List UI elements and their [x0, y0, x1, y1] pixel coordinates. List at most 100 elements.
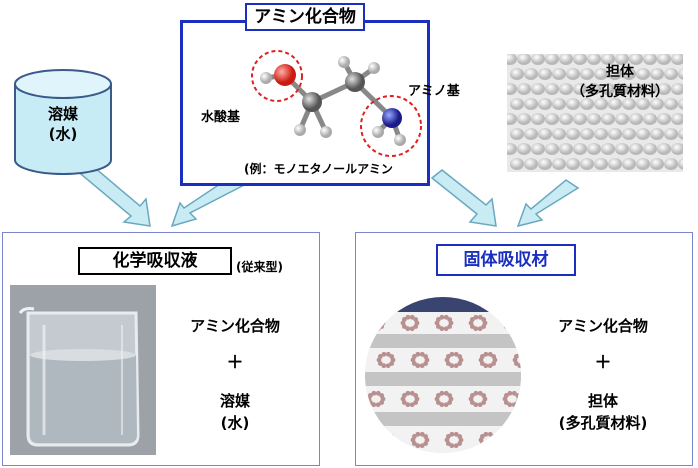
- bead: [531, 143, 545, 155]
- amine-cluster-dot: [390, 437, 396, 443]
- amine-cluster-dot: [481, 393, 487, 398]
- bead: [678, 158, 683, 170]
- support-line2: （多孔質材料）: [571, 84, 669, 100]
- amine-cluster-dot: [473, 314, 479, 320]
- amine-cluster-dot: [483, 431, 489, 437]
- amine-cluster-dot: [473, 390, 479, 396]
- bead: [622, 128, 636, 140]
- amine-cluster-dot: [385, 351, 391, 357]
- amine-cluster-dot: [413, 317, 419, 322]
- amine-cluster-dot: [473, 326, 479, 332]
- amine-cluster-dot: [439, 402, 445, 408]
- bead: [594, 158, 608, 170]
- bead: [608, 98, 622, 110]
- bead: [573, 143, 587, 155]
- amine-cluster-dot: [415, 351, 421, 357]
- porous-support-photo: [507, 54, 683, 172]
- amino-group-label: アミノ基: [408, 84, 460, 99]
- amine-cluster-dot: [481, 324, 487, 329]
- amine-cluster-dot: [379, 324, 385, 329]
- bead: [671, 83, 683, 95]
- amine-cluster-dot: [419, 363, 425, 369]
- liquid-subtitle: (従来型): [236, 260, 283, 274]
- amine-cluster-dot: [457, 441, 463, 446]
- amine-cluster-dot: [381, 351, 387, 357]
- amine-cluster-dot: [411, 434, 417, 439]
- amine-cluster-dot: [377, 441, 383, 446]
- amine-cluster-dot: [415, 443, 421, 449]
- amine-cluster-dot: [367, 324, 373, 329]
- amine-cluster-dot: [527, 438, 528, 443]
- bead: [664, 98, 678, 110]
- amine-cluster-dot: [405, 314, 411, 320]
- bead: [552, 128, 566, 140]
- amine-cluster-dot: [415, 363, 421, 369]
- amino-highlight: [360, 95, 422, 157]
- support-line1: 担体: [606, 64, 634, 80]
- amine-cluster-dot: [443, 326, 449, 332]
- amine-cluster-dot: [449, 443, 455, 449]
- bead: [559, 83, 573, 95]
- amine-cluster-dot: [381, 363, 387, 369]
- amine-cluster-dot: [515, 324, 521, 329]
- amine-cluster-dot: [513, 434, 519, 439]
- bead: [517, 143, 531, 155]
- amine-cluster-dot: [375, 326, 381, 332]
- amine-cluster-dot: [469, 393, 475, 398]
- bead: [552, 68, 566, 80]
- amine-cluster-dot: [409, 402, 415, 408]
- amine-cluster-dot: [439, 314, 445, 320]
- amine-cluster-dot: [375, 390, 381, 396]
- amine-cluster-dot: [413, 393, 419, 398]
- bead: [664, 158, 678, 170]
- amine-cluster-dot: [511, 390, 517, 396]
- amine-cluster-dot: [419, 431, 425, 437]
- bead: [643, 83, 657, 95]
- amine-cluster-dot: [375, 402, 381, 408]
- bead: [650, 68, 664, 80]
- bead: [587, 113, 601, 125]
- bead: [657, 113, 671, 125]
- bead: [559, 113, 573, 125]
- amine-cluster-dot: [477, 314, 483, 320]
- solid-component-amine: アミン化合物: [558, 317, 648, 335]
- bead: [636, 68, 650, 80]
- amine-cluster-dot: [409, 390, 415, 396]
- bead: [601, 113, 615, 125]
- bead: [531, 113, 545, 125]
- bead: [587, 83, 601, 95]
- amine-cluster-dot: [483, 351, 489, 357]
- amine-cluster-dot: [507, 314, 513, 320]
- amine-cluster-dot: [447, 324, 453, 329]
- amine-cluster-dot: [389, 441, 395, 446]
- bead: [608, 158, 622, 170]
- amine-cluster-dot: [487, 431, 493, 437]
- amine-cluster-dot: [481, 317, 487, 322]
- amine-cluster-dot: [389, 354, 395, 359]
- amine-cluster-dot: [522, 352, 527, 357]
- bead: [650, 158, 664, 170]
- amine-cluster-dot: [447, 400, 453, 405]
- bead: [615, 113, 629, 125]
- bead: [580, 98, 594, 110]
- amine-cluster-dot: [469, 317, 475, 322]
- arrow-amine-to-solid: [430, 169, 497, 227]
- amine-cluster-dot: [385, 443, 391, 449]
- amine-cluster-dot: [491, 361, 497, 366]
- bead: [643, 143, 657, 155]
- solvent-label: 溶媒 (水): [12, 104, 114, 144]
- solid-support-line2: (多孔質材料): [558, 414, 648, 432]
- amine-cluster-dot: [385, 431, 391, 437]
- bead: [538, 98, 552, 110]
- amine-cluster-dot: [385, 363, 391, 369]
- amine-cluster-dot: [453, 363, 459, 369]
- amine-cluster-dot: [419, 351, 425, 357]
- amine-cluster-dot: [380, 320, 386, 326]
- bead: [657, 54, 671, 65]
- amine-cluster-dot: [503, 393, 509, 398]
- carbon-atom: [302, 92, 322, 112]
- bead: [507, 113, 517, 125]
- bead: [608, 68, 622, 80]
- bead: [580, 68, 594, 80]
- amine-cluster-dot: [513, 441, 519, 446]
